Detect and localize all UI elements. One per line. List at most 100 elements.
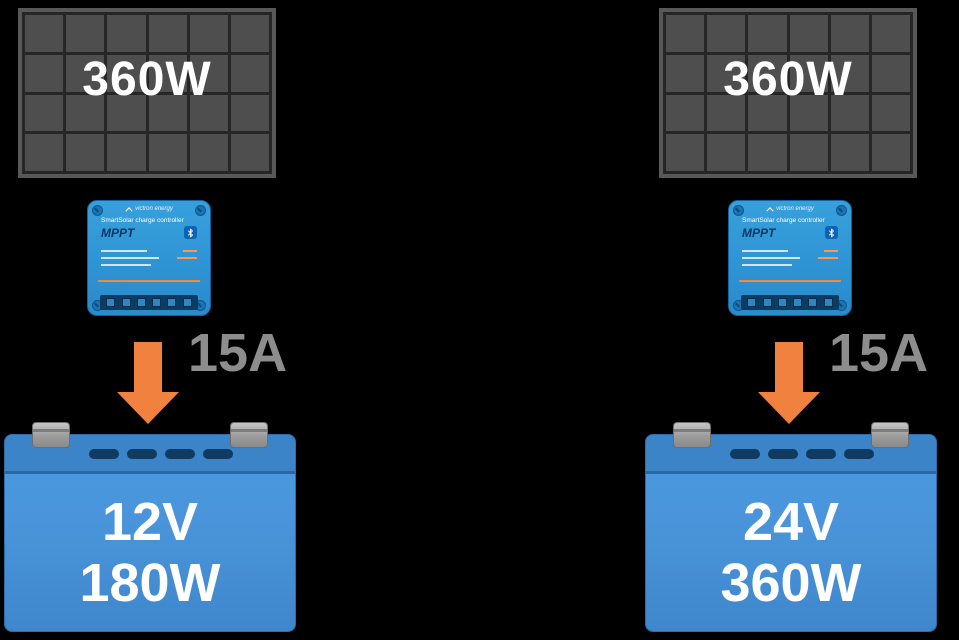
solar-cell [748, 54, 787, 92]
battery-power: 360W [720, 552, 862, 613]
spec-line [101, 257, 197, 259]
battery-terminal [673, 422, 711, 448]
solar-cell [189, 15, 228, 52]
battery-power: 180W [79, 552, 221, 613]
bluetooth-icon [184, 226, 197, 239]
charge-current-label: 15A [829, 323, 929, 383]
setup-column-left: 360W victron energy SmartSolar charge co… [0, 0, 300, 640]
solar-cell [830, 94, 869, 132]
product-type: MPPT [101, 226, 135, 240]
bluetooth-icon [825, 226, 838, 239]
solar-cell [66, 54, 105, 92]
charge-controller: victron energy SmartSolar charge control… [87, 200, 211, 316]
solar-cell [25, 134, 64, 171]
battery: 24V 360W [645, 422, 937, 632]
terminal-contact [182, 298, 192, 307]
solar-cell [107, 54, 146, 92]
solar-cell [707, 54, 746, 92]
solar-cell [25, 54, 64, 92]
solar-cell [830, 15, 869, 52]
product-name: SmartSolar charge controller [101, 217, 184, 224]
brand-name: victron energy [776, 206, 814, 212]
spec-text-block [101, 250, 197, 271]
screw [733, 205, 744, 216]
brand-logo: victron energy [729, 206, 851, 212]
spec-line [742, 264, 838, 266]
solar-panel-grid [666, 15, 910, 171]
solar-cell [230, 54, 269, 92]
vent-cap [768, 449, 798, 459]
solar-cell [230, 134, 269, 171]
solar-cell [66, 94, 105, 132]
solar-cell [830, 134, 869, 171]
terminal-contact [823, 298, 833, 307]
terminal-contact [121, 298, 131, 307]
solar-cell [25, 15, 64, 52]
battery-voltage: 12V [101, 492, 199, 553]
solar-cell [748, 94, 787, 132]
solar-cell [230, 94, 269, 132]
victron-bird-icon [125, 206, 133, 211]
accent-line [98, 280, 200, 282]
vent-cap [844, 449, 874, 459]
brand-logo: victron energy [88, 206, 210, 212]
charge-current-label: 15A [188, 323, 288, 383]
solar-cell [107, 94, 146, 132]
down-arrow-icon [758, 342, 820, 424]
battery-rating: 24V 360W [646, 474, 936, 631]
brand-name: victron energy [135, 206, 173, 212]
solar-cell [789, 134, 828, 171]
vent-cap [203, 449, 233, 459]
solar-panel-wattage: 360W [723, 52, 853, 106]
victron-bird-icon [766, 206, 774, 211]
battery-terminal [230, 422, 268, 448]
vent-cap [730, 449, 760, 459]
solar-cell [707, 15, 746, 52]
solar-cell [148, 15, 187, 52]
screw [836, 205, 847, 216]
battery-body: 24V 360W [645, 434, 937, 632]
solar-cell [107, 134, 146, 171]
solar-panel-grid [25, 15, 269, 171]
solar-cell [707, 134, 746, 171]
solar-cell [789, 15, 828, 52]
solar-cell [789, 54, 828, 92]
terminal-contact [136, 298, 146, 307]
solar-cell [148, 94, 187, 132]
accent-line [739, 280, 841, 282]
solar-cell [748, 134, 787, 171]
solar-cell [107, 15, 146, 52]
setup-column-right: 360W victron energy SmartSolar charge co… [641, 0, 941, 640]
solar-cell [148, 54, 187, 92]
terminal-contact [106, 298, 116, 307]
product-type: MPPT [742, 226, 776, 240]
solar-cell [871, 15, 910, 52]
battery-terminal [32, 422, 70, 448]
vent-cap [127, 449, 157, 459]
down-arrow-icon [117, 342, 179, 424]
terminal-contact [808, 298, 818, 307]
vent-cap [165, 449, 195, 459]
spec-line [101, 264, 197, 266]
solar-cell [189, 134, 228, 171]
vent-cap [89, 449, 119, 459]
solar-cell [666, 134, 705, 171]
solar-cell [666, 54, 705, 92]
spec-text-block [742, 250, 838, 271]
solar-cell [666, 94, 705, 132]
battery-terminal [871, 422, 909, 448]
solar-cell [66, 15, 105, 52]
terminal-contact [167, 298, 177, 307]
terminal-contact [777, 298, 787, 307]
vent-cap [806, 449, 836, 459]
terminal-contact [762, 298, 772, 307]
terminal-strip [100, 295, 198, 310]
solar-panel-wattage: 360W [82, 52, 212, 106]
solar-panel: 360W [18, 8, 276, 178]
terminal-strip [741, 295, 839, 310]
spec-line [742, 257, 838, 259]
solar-panel: 360W [659, 8, 917, 178]
terminal-contact [152, 298, 162, 307]
screw [92, 205, 103, 216]
solar-cell [189, 94, 228, 132]
